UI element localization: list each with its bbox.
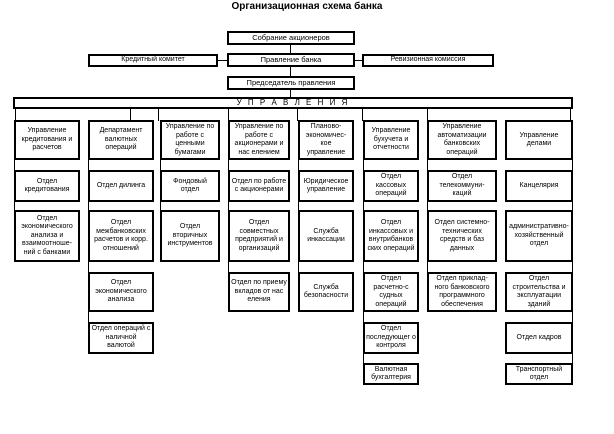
dept-automation-telecom: Отдел телекоммуни-каций [427, 170, 497, 202]
dept-planning-legal: Юридическое управление [298, 170, 354, 202]
dept-affairs-admin: административно-хозяйственный отдел [505, 210, 573, 262]
management-bar: У П Р А В Л Е Н И Я [13, 97, 573, 109]
connector [290, 66, 291, 76]
dept-planning-security: Служба безопасности [298, 272, 354, 312]
dept-currency-dealing: Отдел дилинга [88, 170, 154, 202]
column-spine [363, 160, 364, 375]
dept-accounting-cash: Отдел кассовых операций [363, 170, 419, 202]
dept-shareholders-deposits: Отдел по приему вкладов от нас еления [228, 272, 290, 312]
column-spine [572, 160, 573, 375]
dept-header-credit: Управление кредитования и расчетов [14, 120, 80, 160]
dept-header-shareholders: Управление по работе с акционерами и нас… [228, 120, 290, 160]
dept-credit-lending: Отдел кредитования [14, 170, 80, 202]
dept-securities-derivatives: Отдел вторичных инструментов [160, 210, 220, 262]
dept-currency-analysis: Отдел экономического анализа [88, 272, 154, 312]
chairman-box: Председатель правления [227, 76, 355, 90]
dept-header-automation: Управление автоматизации банковских опер… [427, 120, 497, 160]
dept-accounting-control: Отдел последующег о контроля [363, 322, 419, 354]
dept-currency-cash: Отдел операций с наличной валютой [88, 322, 154, 354]
dept-affairs-transport: Транспортный отдел [505, 363, 573, 385]
dept-planning-collection: Служба инкассации [298, 210, 354, 262]
dept-header-accounting: Управление бухучета и отчетности [363, 120, 419, 160]
dept-accounting-loans: Отдел расчетно-с судных операций [363, 272, 419, 312]
dept-automation-systems: Отдел системно-технических средств и баз… [427, 210, 497, 262]
dept-header-affairs: Управление делами [505, 120, 573, 160]
connector [290, 44, 291, 54]
dept-affairs-construction: Отдел строительства и эксплуатации здани… [505, 272, 573, 312]
dept-header-currency: Департамент валютных операций [88, 120, 154, 160]
dept-credit-analysis: Отдел экономического анализа и взаимоотн… [14, 210, 80, 262]
connector [362, 109, 363, 121]
connector [15, 109, 16, 121]
dept-accounting-currency: Валютная бухгалтерия [363, 363, 419, 385]
connector [290, 89, 291, 98]
connector [427, 109, 428, 121]
chart-title: Организационная схема банка [231, 1, 383, 12]
dept-header-planning: Планово-экономичес-кое управление [298, 120, 354, 160]
dept-accounting-internal: Отдел инкассовых и внутрибанков ских опе… [363, 210, 419, 262]
dept-shareholders-joint: Отдел совместных предприятий и организац… [228, 210, 290, 262]
dept-securities-stock: Фондовый отдел [160, 170, 220, 202]
connector [353, 60, 362, 61]
connector [570, 109, 571, 121]
dept-affairs-hr: Отдел кадров [505, 322, 573, 354]
shareholders-box: Собрание акционеров [227, 31, 355, 45]
board-box: Правление банка [227, 53, 355, 67]
connector [158, 109, 159, 121]
connector [228, 109, 229, 121]
audit-commission-box: Ревизионная комиссия [362, 54, 494, 67]
connector [218, 60, 227, 61]
dept-automation-software: Отдел приклад-ного банковского программн… [427, 272, 497, 312]
connector [297, 109, 298, 121]
dept-currency-interbank: Отдел межбанковских расчетов и корр. отн… [88, 210, 154, 262]
dept-header-securities: Управление по работе с ценными бумагами [160, 120, 220, 160]
dept-affairs-office: Канцелярия [505, 170, 573, 202]
connector [130, 109, 131, 121]
credit-committee-box: Кредитный комитет [88, 54, 218, 67]
dept-shareholders-work: Отдел по работе с акционерами [228, 170, 290, 202]
